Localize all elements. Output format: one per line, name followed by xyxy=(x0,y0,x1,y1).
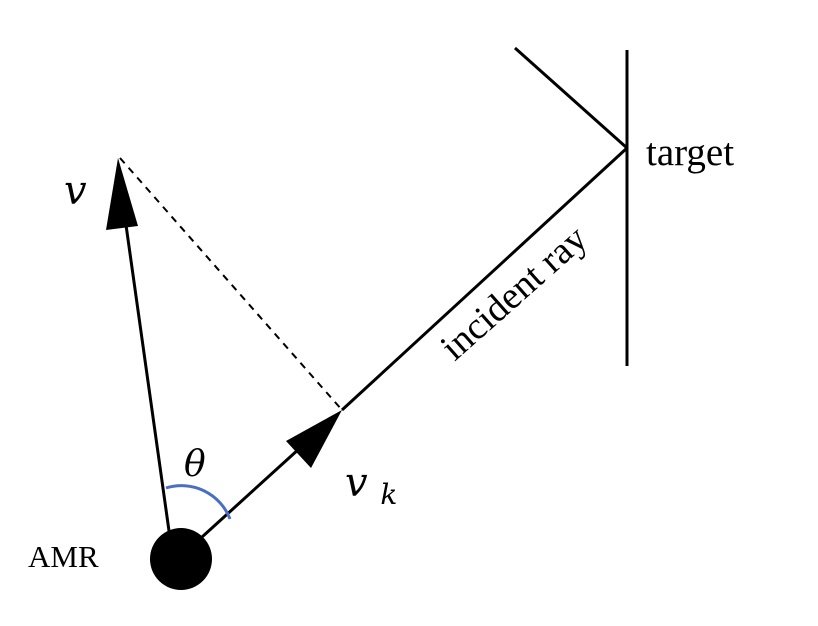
vector-vk-arrowhead xyxy=(286,410,342,468)
angle-theta-arc xyxy=(165,484,232,520)
amr-node xyxy=(150,528,212,590)
angle-theta-label: θ xyxy=(184,444,206,485)
vector-v-shaft xyxy=(124,224,172,539)
vector-vk-subscript: k xyxy=(380,478,397,511)
incident-ray-label: incident ray xyxy=(433,217,596,368)
reflected-ray xyxy=(514,46,628,150)
vector-v-arrowhead xyxy=(106,158,138,230)
target-label: target xyxy=(646,131,734,174)
amr-label: AMR xyxy=(28,539,99,574)
projection-dashed-line xyxy=(119,157,343,411)
incident-ray-line xyxy=(340,146,629,412)
vector-vk-base: v xyxy=(345,460,368,506)
vector-vk-label: v k xyxy=(345,460,397,511)
vector-v-label: v xyxy=(64,168,87,214)
